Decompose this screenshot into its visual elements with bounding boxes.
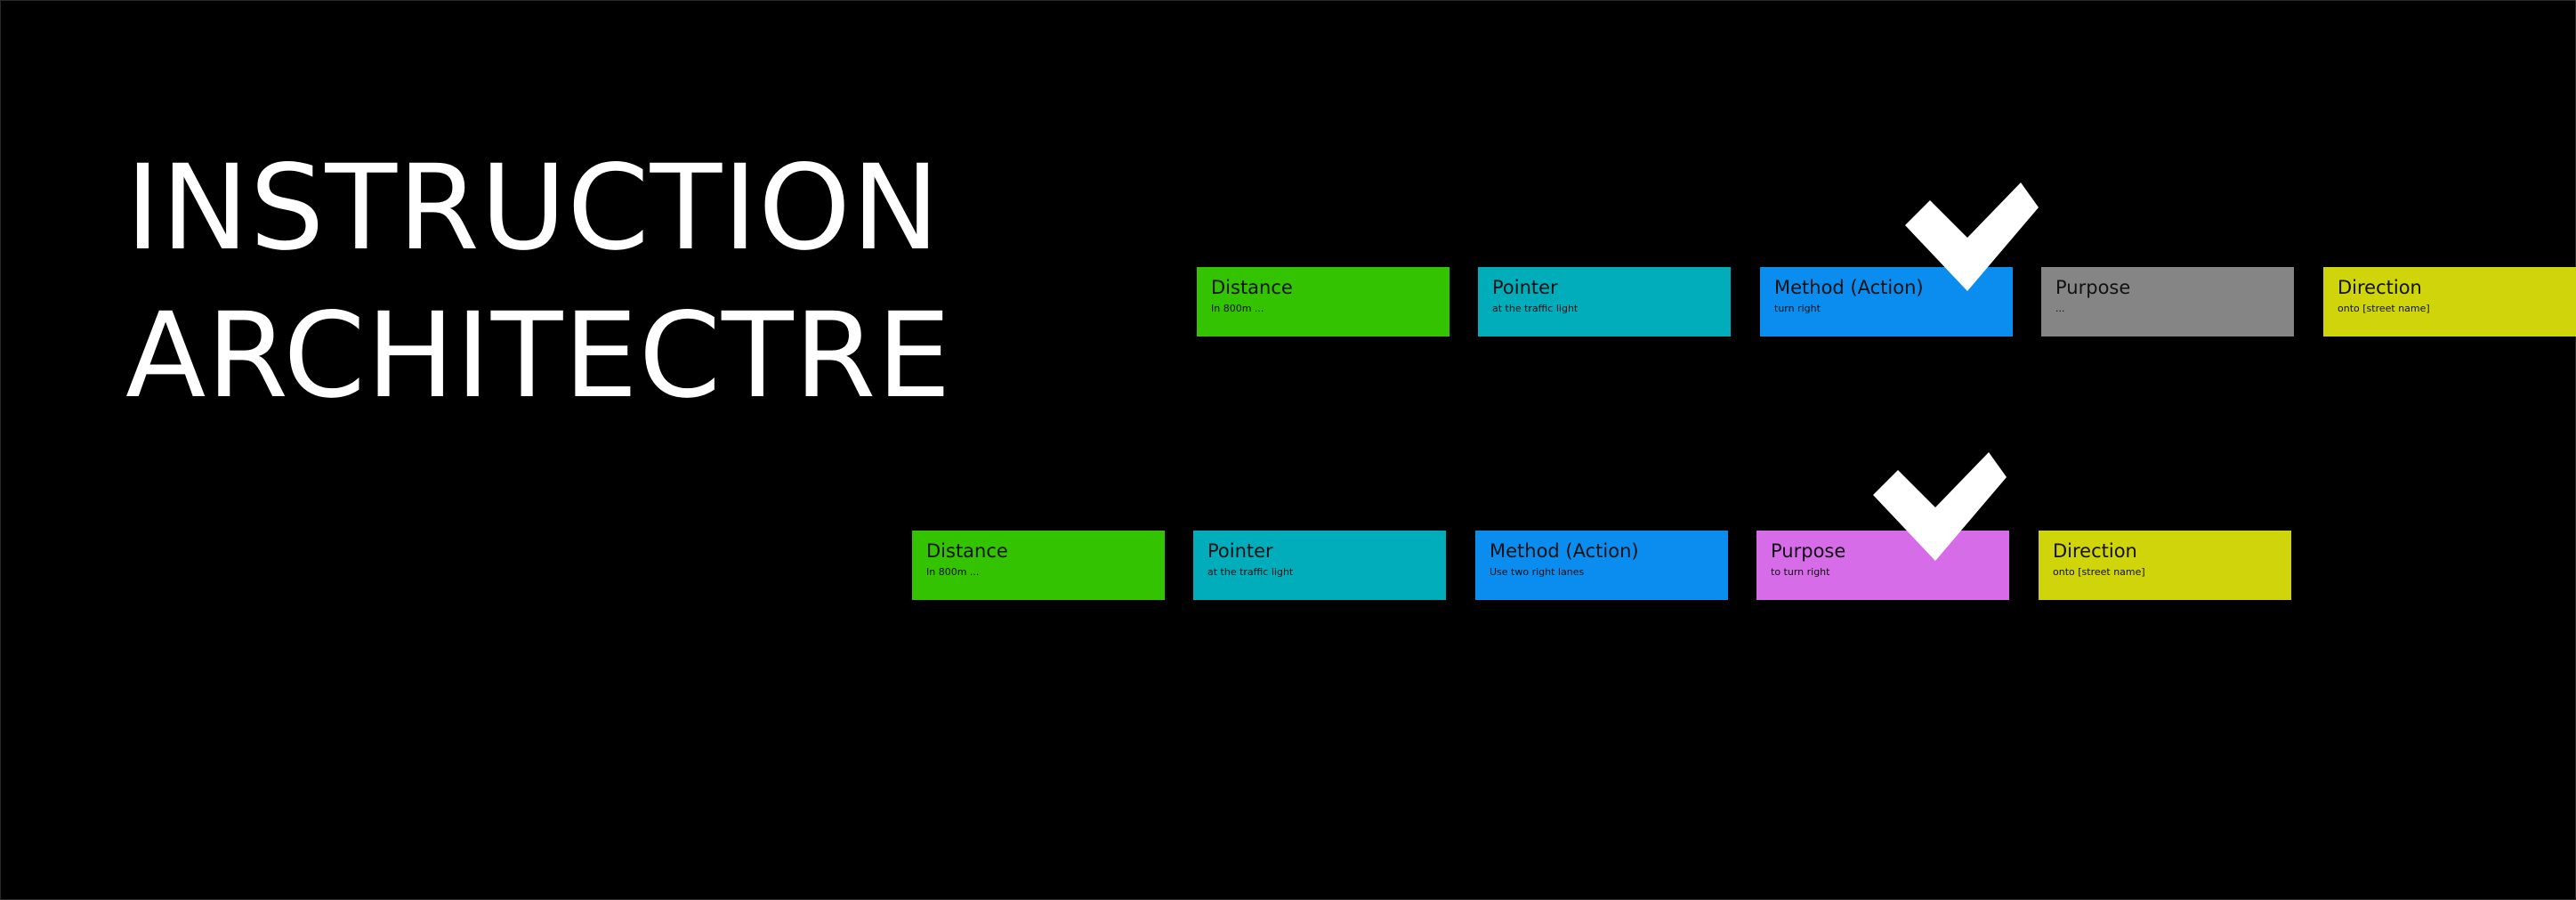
- block-label: Direction: [2053, 540, 2137, 562]
- block-direction: Direction onto [street name]: [2323, 267, 2576, 336]
- block-example: onto [street name]: [2053, 566, 2145, 578]
- title-line-2: ARCHITECTRE: [125, 288, 952, 425]
- block-label: Pointer: [1207, 540, 1273, 562]
- title-line-1: INSTRUCTION: [125, 140, 941, 277]
- block-label: Purpose: [1771, 540, 1846, 562]
- block-label: Distance: [1211, 277, 1293, 298]
- block-purpose: Purpose ...: [2041, 267, 2294, 336]
- block-purpose: Purpose to turn right: [1756, 531, 2009, 600]
- instruction-row-2: Distance In 800m ... Pointer at the traf…: [912, 531, 2300, 600]
- block-label: Purpose: [2055, 277, 2131, 298]
- block-example: to turn right: [1771, 566, 1830, 578]
- block-pointer: Pointer at the traffic light: [1478, 267, 1731, 336]
- block-pointer: Pointer at the traffic light: [1193, 531, 1446, 600]
- instruction-row-1: Distance In 800m ... Pointer at the traf…: [1197, 267, 2576, 336]
- block-distance: Distance In 800m ...: [1197, 267, 1450, 336]
- block-example: onto [street name]: [2338, 303, 2430, 314]
- slide-title: INSTRUCTION ARCHITECTRE: [125, 134, 952, 430]
- block-label: Pointer: [1492, 277, 1558, 298]
- block-example: Use two right lanes: [1490, 566, 1585, 578]
- block-distance: Distance In 800m ...: [912, 531, 1165, 600]
- block-method-action: Method (Action) turn right: [1760, 267, 2013, 336]
- block-label: Direction: [2338, 277, 2422, 298]
- block-example: at the traffic light: [1492, 303, 1579, 314]
- block-example: turn right: [1774, 303, 1821, 314]
- block-example: at the traffic light: [1207, 566, 1294, 578]
- block-method-action: Method (Action) Use two right lanes: [1475, 531, 1728, 600]
- block-label: Method (Action): [1490, 540, 1639, 562]
- block-label: Distance: [926, 540, 1008, 562]
- block-example: ...: [2055, 303, 2065, 314]
- block-example: In 800m ...: [1211, 303, 1264, 314]
- block-label: Method (Action): [1774, 277, 1924, 298]
- block-example: In 800m ...: [926, 566, 980, 578]
- block-direction: Direction onto [street name]: [2039, 531, 2291, 600]
